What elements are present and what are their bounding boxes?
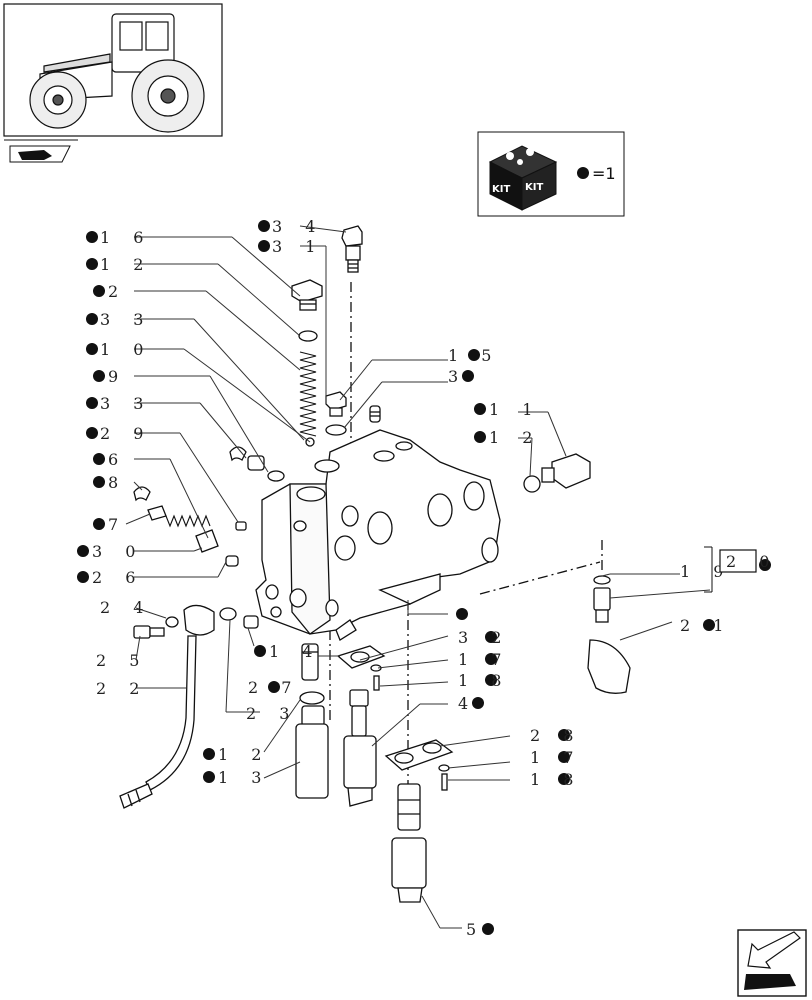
part-20-sensor xyxy=(593,587,611,623)
part-pin xyxy=(369,405,381,423)
part-30-plunger xyxy=(195,529,219,553)
label-17b: 1 7 xyxy=(530,748,582,767)
label-17: 1 7 xyxy=(458,650,510,669)
part-28-gasket xyxy=(384,739,454,771)
label-4: 4 xyxy=(458,694,477,713)
label-33b: 3 3 xyxy=(100,394,152,413)
label-29: 2 9 xyxy=(100,424,152,443)
label-18b: 1 8 xyxy=(530,770,582,789)
label-23: 2 3 xyxy=(246,704,298,723)
label-18: 1 8 xyxy=(458,671,510,690)
label-20-box xyxy=(719,549,757,573)
label-15: 1 5 xyxy=(448,346,500,365)
label-12c: 1 2 xyxy=(218,745,270,764)
label-21: 2 1 xyxy=(680,616,732,635)
bullet-icon xyxy=(577,167,589,179)
valve-body xyxy=(255,429,501,641)
part-24-washer xyxy=(165,616,179,628)
label-14: 1 4 xyxy=(269,642,321,661)
part-23-o-ring xyxy=(219,607,237,621)
part-29-pin xyxy=(235,521,247,531)
part-8-clip xyxy=(133,486,151,502)
label-9: 9 xyxy=(108,367,127,386)
label-7: 7 xyxy=(108,515,127,534)
label-20: 2 0 xyxy=(726,552,778,571)
label-16: 1 6 xyxy=(100,228,152,247)
label-26: 2 6 xyxy=(92,568,144,587)
part-11-plug xyxy=(541,453,591,489)
part-7-spring-retainer xyxy=(147,505,167,521)
label-6: 6 xyxy=(108,450,127,469)
part-33-clip xyxy=(229,446,247,462)
label-27: 2 7 xyxy=(248,678,300,697)
leader-lines xyxy=(125,225,711,929)
part-27-sleeve xyxy=(243,615,259,629)
label-34: 3 4 xyxy=(272,217,324,236)
label-28: 2 8 xyxy=(530,726,582,745)
part-25-bolt xyxy=(133,625,165,639)
part-oring-left xyxy=(267,470,285,482)
part-12-washer xyxy=(298,330,318,342)
part-2-spring xyxy=(299,351,317,437)
kit-box-icon: KIT KIT xyxy=(488,145,558,211)
label-33: 3 3 xyxy=(100,310,152,329)
label-11: 1 1 xyxy=(489,400,541,419)
next-page-arrow-icon[interactable] xyxy=(737,929,807,997)
label-bullets xyxy=(77,220,771,935)
part-26-plug xyxy=(225,555,239,567)
part-16-plug xyxy=(291,279,323,311)
part-19-o-ring xyxy=(593,575,611,585)
label-32: 3 2 xyxy=(458,628,510,647)
kit-text-right: KIT xyxy=(525,182,543,193)
part-9-sleeve xyxy=(247,455,265,471)
part-32-gasket xyxy=(336,645,386,669)
label-25: 2 5 xyxy=(96,651,148,670)
label-22: 2 2 xyxy=(96,679,148,698)
label-12b: 1 2 xyxy=(489,428,541,447)
part-6-spring xyxy=(165,514,211,528)
label-10: 1 0 xyxy=(100,340,152,359)
part-17-washer-right xyxy=(438,764,450,772)
part-3-o-ring xyxy=(325,424,347,436)
part-5-solenoid xyxy=(391,783,427,903)
label-2: 2 xyxy=(108,282,127,301)
part-18-screw-right xyxy=(441,773,448,791)
part-14-cartridge xyxy=(301,643,319,681)
kit-text-left: KIT xyxy=(492,184,510,195)
centre-lines xyxy=(329,282,603,790)
part-4-solenoid xyxy=(343,689,377,807)
label-12: 1 2 xyxy=(100,255,152,274)
kit-quantity: =1 xyxy=(592,164,616,183)
label-30: 3 0 xyxy=(92,542,144,561)
part-21-connector xyxy=(587,639,631,694)
part-22-pipe xyxy=(119,604,215,809)
label-3: 3 xyxy=(448,367,467,386)
part-34-fitting xyxy=(341,225,363,273)
part-18-screw xyxy=(373,675,380,691)
part-13-solenoid xyxy=(295,705,329,799)
part-labels: 3 4 3 1 1 6 1 2 2 3 3 1 0 9 3 3 2 9 6 8 … xyxy=(92,217,778,939)
label-24: 2 4 xyxy=(100,598,152,617)
tractor-thumbnail[interactable] xyxy=(3,3,223,163)
back-arrow-icon[interactable] xyxy=(9,145,71,163)
label-5: 5 xyxy=(466,920,485,939)
label-31: 3 1 xyxy=(272,237,324,256)
label-8: 8 xyxy=(108,473,127,492)
label-13: 1 3 xyxy=(218,768,270,787)
kit-legend: KIT KIT =1 xyxy=(477,131,625,217)
label-19: 1 9 xyxy=(680,562,732,581)
part-12-o-ring-right xyxy=(523,475,541,493)
part-12-o-ring-lower xyxy=(299,691,325,705)
